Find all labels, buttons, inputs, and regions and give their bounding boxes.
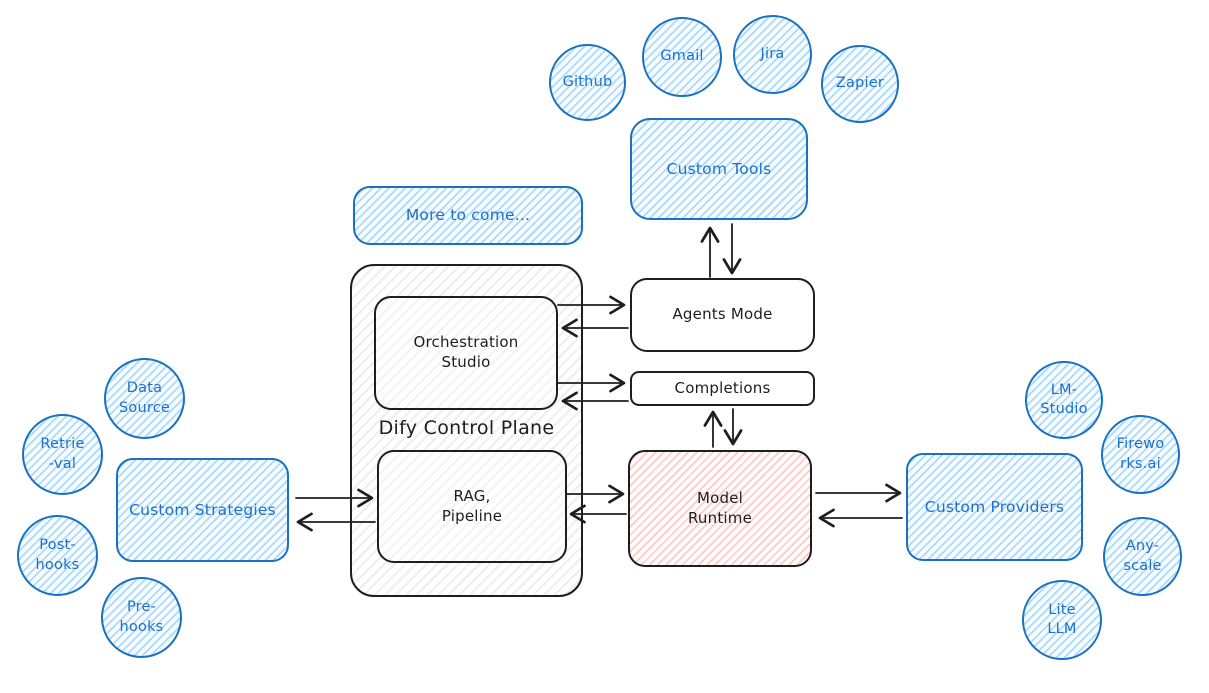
completions-label: Completions	[674, 378, 771, 397]
circle-post-hooks: Post- hooks	[17, 515, 98, 596]
circle-fireworks-label: Firewo rks.ai	[1116, 436, 1165, 472]
agents-mode-box: Agents Mode	[630, 278, 815, 352]
circle-lite-llm-label: Lite LLM	[1047, 601, 1077, 637]
rag-pipeline-box: RAG, Pipeline	[377, 450, 567, 563]
circle-gmail-label: Gmail	[660, 48, 704, 65]
circle-data-source: Data Source	[104, 358, 185, 439]
circle-pre-hooks: Pre- hooks	[101, 577, 182, 658]
custom-providers-box: Custom Providers	[906, 453, 1083, 561]
circle-lite-llm: Lite LLM	[1022, 580, 1102, 660]
circle-jira-label: Jira	[760, 45, 785, 62]
agents-mode-label: Agents Mode	[672, 305, 773, 324]
custom-providers-label: Custom Providers	[924, 497, 1065, 516]
completions-box: Completions	[630, 371, 815, 406]
circle-lm-studio-label: LM- Studio	[1040, 381, 1088, 417]
circle-github-label: Github	[562, 73, 613, 90]
circle-anyscale-label: Any- scale	[1123, 538, 1162, 574]
circle-zapier-label: Zapier	[835, 75, 885, 92]
circle-fireworks: Firewo rks.ai	[1101, 415, 1180, 494]
rag-pipeline-label: RAG, Pipeline	[441, 486, 503, 525]
more-to-come-box: More to come...	[353, 186, 583, 245]
custom-tools-box: Custom Tools	[630, 118, 808, 220]
circle-data-source-label: Data Source	[118, 380, 170, 416]
orchestration-studio-label: Orchestration Studio	[413, 333, 519, 371]
circle-post-hooks-label: Post- hooks	[35, 537, 80, 573]
circle-pre-hooks-label: Pre- hooks	[119, 599, 164, 635]
more-to-come-label: More to come...	[405, 206, 531, 225]
circle-github: Github	[549, 44, 626, 121]
circle-jira: Jira	[733, 15, 812, 94]
model-runtime-label: Model Runtime	[687, 488, 753, 527]
model-runtime-box: Model Runtime	[628, 450, 812, 567]
orchestration-studio-box: Orchestration Studio	[374, 296, 558, 410]
custom-strategies-box: Custom Strategies	[116, 458, 289, 562]
circle-zapier: Zapier	[821, 45, 899, 123]
circle-retrieval: Retrie -val	[22, 414, 103, 495]
circle-gmail: Gmail	[642, 17, 722, 97]
circle-retrieval-label: Retrie -val	[40, 436, 85, 472]
circle-anyscale: Any- scale	[1103, 517, 1182, 596]
circle-lm-studio: LM- Studio	[1025, 361, 1103, 439]
custom-strategies-label: Custom Strategies	[129, 500, 276, 519]
custom-tools-label: Custom Tools	[666, 159, 772, 178]
dify-control-plane-label: Dify Control Plane	[378, 417, 555, 439]
